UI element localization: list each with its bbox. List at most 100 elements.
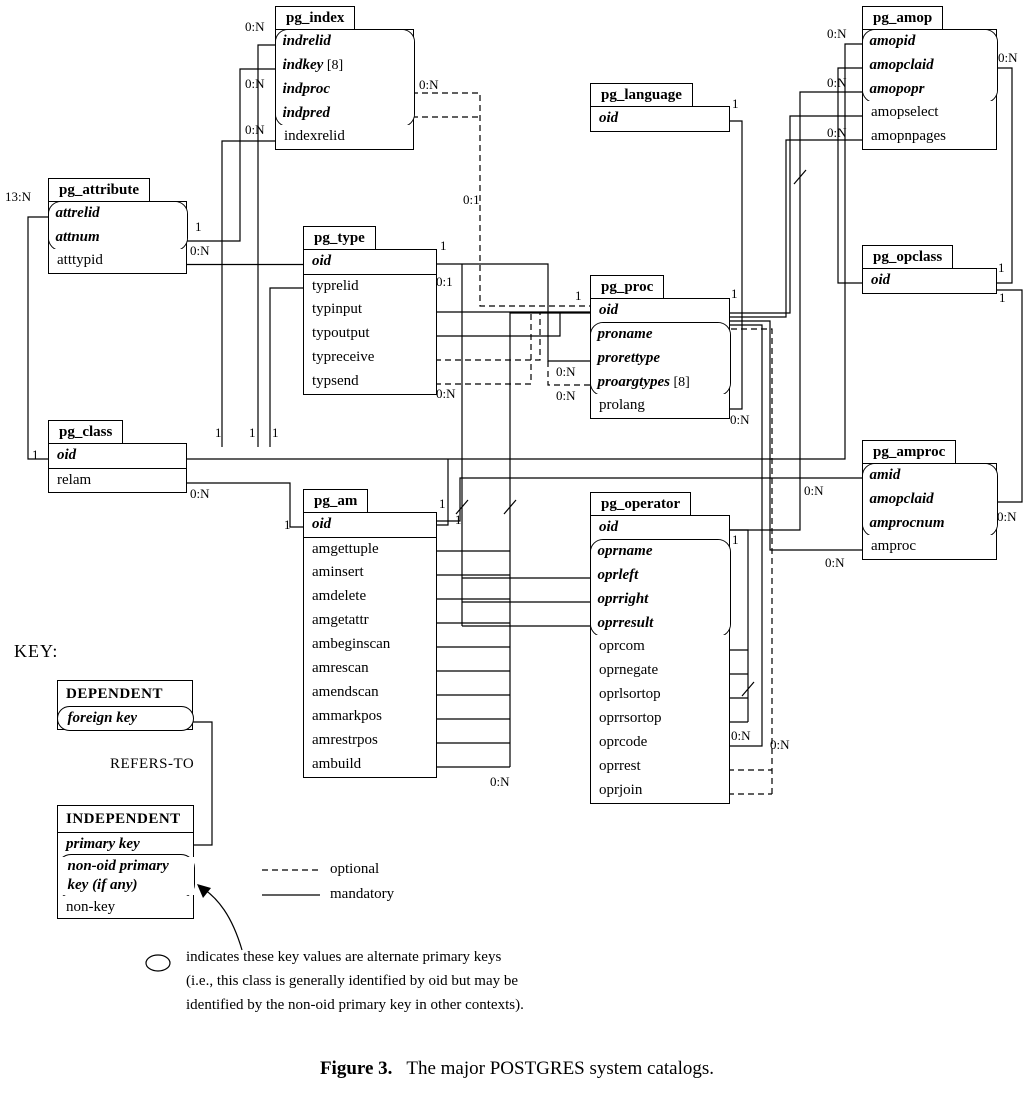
tick-marks bbox=[455, 169, 807, 697]
field-typrelid: typrelid bbox=[304, 274, 436, 298]
cardinality-label: 1 bbox=[249, 425, 256, 440]
field-oprname: oprname bbox=[590, 539, 730, 564]
key-independent-header: INDEPENDENT bbox=[58, 806, 193, 832]
figure-caption-text: The major POSTGRES system catalogs. bbox=[406, 1058, 715, 1079]
field-atttypid: atttypid bbox=[49, 249, 186, 273]
cardinality-label: 1 bbox=[455, 512, 462, 527]
field-amrescan: amrescan bbox=[304, 657, 436, 681]
note-line-1: indicates these key values are alternate… bbox=[186, 949, 502, 965]
cardinality-label: 0:N bbox=[827, 26, 847, 41]
entity-title-pg_opclass: pg_opclass bbox=[862, 245, 954, 268]
field-amgettuple: amgettuple bbox=[304, 537, 436, 561]
cardinality-label: 0:N bbox=[490, 774, 510, 789]
key-refers-to-label: REFERS-TO bbox=[110, 756, 195, 772]
cardinality-label: 0:N bbox=[436, 386, 456, 401]
field-oprlsortop: oprlsortop bbox=[591, 683, 729, 707]
cardinality-label: 0:N bbox=[556, 364, 576, 379]
key-title: KEY: bbox=[14, 641, 59, 661]
key-nonkey-row: non-key bbox=[58, 896, 193, 918]
field-oprcode: oprcode bbox=[591, 731, 729, 755]
cardinality-label: 1 bbox=[439, 496, 446, 511]
field-amopid: amopid bbox=[862, 29, 997, 54]
field-amendscan: amendscan bbox=[304, 681, 436, 705]
entity-fields-pg_language: oid bbox=[590, 106, 730, 132]
key-independent-box: INDEPENDENT primary key non-oid primary … bbox=[56, 805, 195, 919]
key-dependent-header: DEPENDENT bbox=[58, 681, 192, 707]
field-ambuild: ambuild bbox=[304, 753, 436, 777]
field-prolang: prolang bbox=[591, 394, 729, 418]
cardinality-label: 1 bbox=[731, 286, 738, 301]
field-ambeginscan: ambeginscan bbox=[304, 633, 436, 657]
key-primary-key-row: primary key bbox=[58, 832, 193, 855]
field-oprright: oprright bbox=[590, 587, 730, 612]
cardinality-label: 0:N bbox=[419, 77, 439, 92]
figure-caption: Figure 3. The major POSTGRES system cata… bbox=[0, 1058, 1034, 1080]
optional-lines bbox=[262, 92, 773, 871]
field-amopopr: amopopr bbox=[862, 77, 997, 102]
field-attnum: attnum bbox=[48, 225, 187, 250]
entity-title-pg_am: pg_am bbox=[303, 489, 369, 512]
entity-title-pg_operator: pg_operator bbox=[590, 492, 692, 515]
note-arrowhead bbox=[197, 884, 211, 898]
cardinality-label: 0:1 bbox=[436, 274, 453, 289]
entity-title-pg_type: pg_type bbox=[303, 226, 376, 249]
cardinality-label: 0:N bbox=[190, 243, 210, 258]
cardinality-label: 0:N bbox=[827, 125, 847, 140]
cardinality-label: 0:N bbox=[825, 555, 845, 570]
entity-title-pg_class: pg_class bbox=[48, 420, 124, 443]
cardinality-label: 1 bbox=[998, 260, 1005, 275]
legend-mandatory-label: mandatory bbox=[330, 886, 395, 902]
field-prorettype: prorettype bbox=[590, 346, 730, 371]
field-indpred: indpred bbox=[275, 101, 414, 126]
cardinality-label: 1 bbox=[575, 288, 582, 303]
cardinality-label: 0:N bbox=[730, 412, 750, 427]
field-indproc: indproc bbox=[275, 77, 414, 102]
entity-title-pg_attribute: pg_attribute bbox=[48, 178, 150, 201]
field-amopclaid: amopclaid bbox=[862, 487, 997, 512]
figure-caption-label: Figure 3. bbox=[319, 1058, 393, 1079]
field-oid: oid bbox=[591, 299, 729, 323]
cardinality-label: 0:N bbox=[804, 483, 824, 498]
entity-fields-pg_opclass: oid bbox=[862, 268, 997, 294]
field-amdelete: amdelete bbox=[304, 585, 436, 609]
field-ammarkpos: ammarkpos bbox=[304, 705, 436, 729]
field-attrelid: attrelid bbox=[48, 201, 187, 226]
cardinality-label: 0:N bbox=[245, 122, 265, 137]
field-typsend: typsend bbox=[304, 370, 436, 394]
field-typreceive: typreceive bbox=[304, 346, 436, 370]
field-amgetattr: amgetattr bbox=[304, 609, 436, 633]
cardinality-label: 1 bbox=[440, 238, 447, 253]
cardinality-label: 0:N bbox=[997, 509, 1017, 524]
key-foreign-key-row: foreign key bbox=[56, 705, 194, 731]
field-amproc: amproc bbox=[863, 535, 996, 559]
field-oid: oid bbox=[591, 107, 729, 131]
field-oprnegate: oprnegate bbox=[591, 659, 729, 683]
field-suffix: [8] bbox=[323, 57, 344, 73]
legend-optional-label: optional bbox=[330, 861, 380, 877]
refers-to-connector bbox=[192, 721, 213, 846]
field-oid: oid bbox=[304, 513, 436, 537]
key-nonoid-primary-rows: non-oid primary key (if any) bbox=[56, 853, 195, 898]
cardinality-label: 0:N bbox=[190, 486, 210, 501]
cardinality-label: 0:N bbox=[245, 19, 265, 34]
cardinality-label: 1 bbox=[215, 425, 222, 440]
entity-title-pg_proc: pg_proc bbox=[590, 275, 665, 298]
note-line-3: identified by the non-oid primary key in… bbox=[186, 997, 524, 1013]
field-indrelid: indrelid bbox=[275, 29, 414, 54]
field-oid: oid bbox=[591, 516, 729, 540]
field-oprleft: oprleft bbox=[590, 563, 730, 588]
cardinality-label: 0:N bbox=[731, 728, 751, 743]
note-arrow bbox=[200, 886, 243, 951]
cardinality-label: 1 bbox=[284, 517, 291, 532]
entity-title-pg_amop: pg_amop bbox=[862, 6, 944, 29]
